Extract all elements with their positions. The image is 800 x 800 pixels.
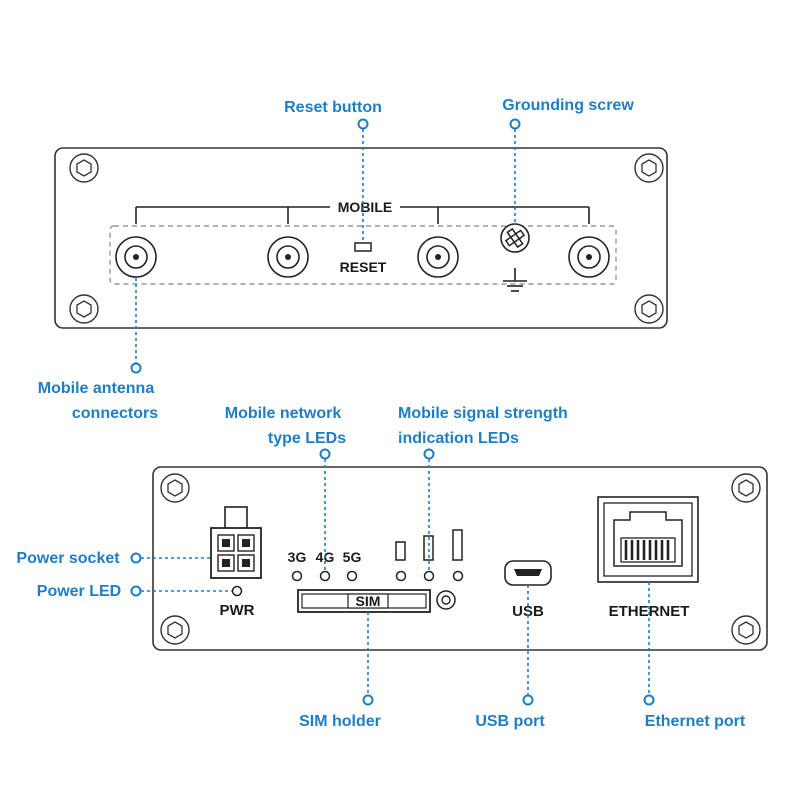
network-type-callout-line2: type LEDs <box>268 430 346 447</box>
sim-eject-button-icon[interactable] <box>436 590 456 610</box>
callout-network-type-leds: Mobile network type LEDs <box>225 405 346 571</box>
signal-strength-callout-line1: Mobile signal strength <box>398 405 568 422</box>
corner-screw-icon <box>731 473 761 503</box>
corner-screw-icon <box>69 153 99 183</box>
reset-button-callout: Reset button <box>284 99 382 116</box>
mobile-antenna-callout-line1: Mobile antenna <box>38 380 155 397</box>
mobile-label: MOBILE <box>338 199 392 215</box>
callout-power-socket: Power socket <box>16 550 211 567</box>
signal-led-3 <box>452 570 464 582</box>
mobile-bracket <box>135 206 590 224</box>
callout-signal-strength-leds: Mobile signal strength indication LEDs <box>398 405 568 571</box>
antenna-connector-icon[interactable] <box>267 236 309 278</box>
usb-port-callout: USB port <box>475 713 545 730</box>
led-3g-label: 3G <box>288 549 307 565</box>
sim-holder[interactable] <box>297 589 431 613</box>
bottom-panel: PWR 3G 4G 5G SIM USB <box>152 466 768 651</box>
power-socket-callout: Power socket <box>16 550 120 567</box>
antenna-connector-icon[interactable] <box>568 236 610 278</box>
corner-screw-icon <box>160 473 190 503</box>
grounding-screw-callout: Grounding screw <box>502 97 634 114</box>
corner-screw-icon <box>634 153 664 183</box>
led-5g <box>346 570 358 582</box>
signal-led-2 <box>423 570 435 582</box>
callout-ethernet-port: Ethernet port <box>643 582 746 730</box>
callout-grounding-screw: Grounding screw <box>502 97 634 224</box>
callout-mobile-antenna: Mobile antenna connectors <box>38 278 158 422</box>
signal-led-1 <box>395 570 407 582</box>
signal-strength-callout-line2: indication LEDs <box>398 430 519 447</box>
callout-reset-button: Reset button <box>284 99 382 241</box>
antenna-area <box>109 225 617 285</box>
top-panel: MOBILE RESET <box>54 147 668 329</box>
usb-port-icon[interactable] <box>504 560 552 586</box>
corner-screw-icon <box>160 615 190 645</box>
network-type-callout-line1: Mobile network <box>225 405 342 422</box>
signal-bar-2 <box>423 535 434 561</box>
corner-screw-icon <box>634 294 664 324</box>
sim-label: SIM <box>356 593 381 609</box>
antenna-connector-icon[interactable] <box>115 236 157 278</box>
reset-label: RESET <box>340 259 387 275</box>
ethernet-label: ETHERNET <box>609 603 690 620</box>
callout-sim-holder: SIM holder <box>299 612 381 730</box>
corner-screw-icon <box>69 294 99 324</box>
ground-symbol-icon <box>503 268 527 292</box>
corner-screw-icon <box>731 615 761 645</box>
led-3g <box>291 570 303 582</box>
reset-button[interactable] <box>354 242 372 252</box>
pwr-label: PWR <box>220 602 255 619</box>
signal-bar-1 <box>395 541 406 561</box>
mobile-antenna-callout-line2: connectors <box>72 405 158 422</box>
grounding-screw-icon[interactable] <box>500 223 530 253</box>
power-socket-icon[interactable] <box>210 506 262 579</box>
power-led-callout: Power LED <box>37 583 121 600</box>
ethernet-port-icon[interactable] <box>597 496 699 583</box>
led-4g <box>319 570 331 582</box>
power-led <box>231 585 243 597</box>
led-5g-label: 5G <box>343 549 362 565</box>
ethernet-port-callout: Ethernet port <box>645 713 746 730</box>
antenna-connector-icon[interactable] <box>417 236 459 278</box>
sim-holder-callout: SIM holder <box>299 713 381 730</box>
signal-bar-3 <box>452 529 463 561</box>
callout-power-led: Power LED <box>37 583 232 600</box>
callout-usb-port: USB port <box>475 585 545 730</box>
